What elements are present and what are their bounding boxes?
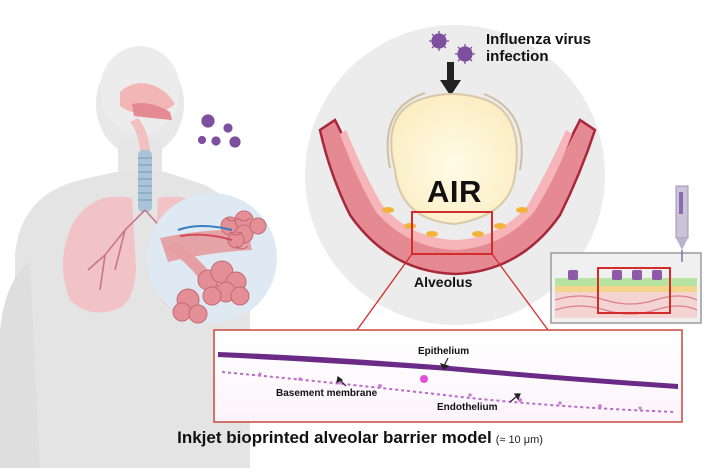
caption-title: Inkjet bioprinted alveolar barrier model: [177, 428, 492, 447]
virus-label-line1: Influenza virus: [486, 31, 592, 48]
infection-arrow: [440, 62, 461, 96]
basement-membrane-label: Basement membrane: [276, 388, 378, 399]
epithelium-label: Epithelium: [418, 346, 470, 357]
print-nozzle-icon: [675, 185, 689, 262]
alveolus-highlight-box: [411, 211, 493, 255]
alveolus-icon: [318, 92, 597, 276]
virus-label-line2: infection: [486, 48, 549, 65]
alveolar-sac-zoom: [147, 193, 277, 324]
micrograph-panel: [213, 329, 683, 423]
bioprinted-well-icon: [550, 252, 702, 324]
caption-scale: (≈ 10 μm): [495, 434, 543, 446]
zoom-lines: [356, 253, 549, 331]
air-label: AIR: [427, 174, 482, 209]
endothelium-label: Endothelium: [437, 402, 498, 413]
figure-caption: Inkjet bioprinted alveolar barrier model…: [0, 428, 720, 448]
virus-label: Influenza virus infection: [486, 31, 591, 65]
alveolus-label: Alveolus: [414, 274, 473, 290]
